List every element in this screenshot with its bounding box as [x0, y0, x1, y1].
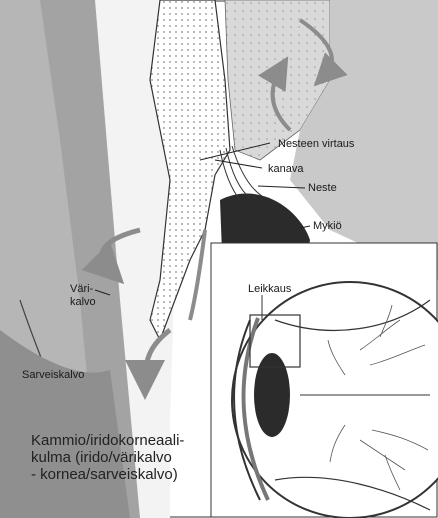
- label-lens: Mykiö: [313, 220, 342, 232]
- label-cornea: Sarveiskalvo: [22, 369, 84, 381]
- label-canal: kanava: [268, 163, 304, 175]
- label-iris-line2: kalvo: [70, 296, 96, 308]
- caption: Kammio/iridokorneaali- kulma (irido/väri…: [31, 432, 231, 483]
- label-section: Leikkaus: [248, 283, 292, 295]
- label-iris-line1: Väri-: [70, 283, 94, 295]
- label-fluid: Neste: [308, 182, 337, 194]
- label-fluid-flow: Nesteen virtaus: [278, 138, 355, 150]
